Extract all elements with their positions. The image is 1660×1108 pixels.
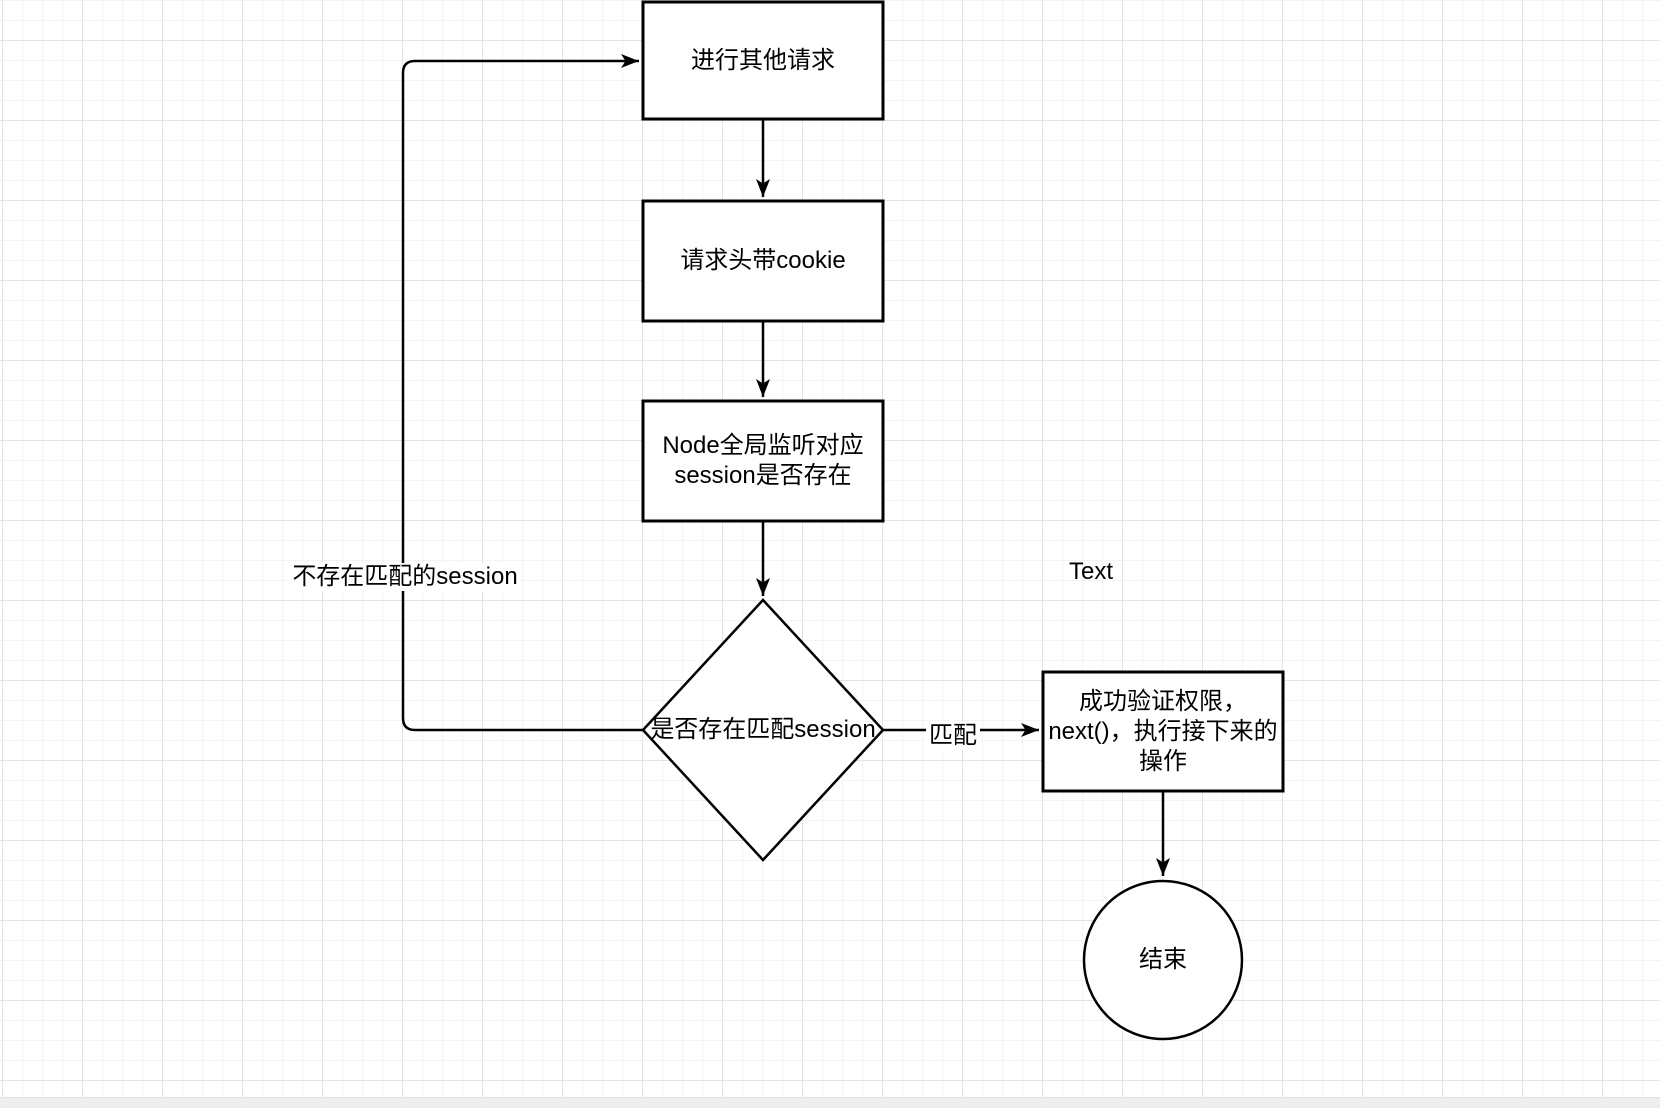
session-listener-shape <box>641 399 885 523</box>
decision-session-match[interactable]: 是否存在匹配session <box>633 600 893 860</box>
cookie-header-shape <box>641 199 885 323</box>
edge-label-no-match[interactable]: 不存在匹配的session <box>289 563 521 591</box>
node-session-listener-label: Node全局监听对应 session是否存在 <box>662 432 864 489</box>
node-cookie-header-label: 请求头带cookie <box>680 247 846 274</box>
node-other-requests[interactable]: 进行其他请求 <box>643 2 883 119</box>
node-end[interactable]: 结束 <box>1083 880 1243 1040</box>
canvas-page-edge <box>0 1097 1660 1108</box>
node-other-requests-label: 进行其他请求 <box>691 46 835 74</box>
other-requests-shape <box>641 0 885 121</box>
node-end-label: 结束 <box>1139 946 1187 973</box>
decision-session-match-label: 是否存在匹配session <box>650 716 876 743</box>
verify-success-shape <box>1041 670 1285 793</box>
edge-decision-loop-to-other-requests[interactable] <box>401 54 643 732</box>
match-decision-shape <box>641 598 885 862</box>
node-verify-success[interactable]: 成功验证权限， next()，执行接下来的 操作 <box>1043 672 1283 791</box>
node-cookie-header[interactable]: 请求头带cookie <box>643 201 883 321</box>
node-session-listener[interactable]: Node全局监听对应 session是否存在 <box>643 401 883 521</box>
node-verify-success-label: 成功验证权限， next()，执行接下来的 操作 <box>1048 687 1278 775</box>
free-text-label[interactable]: Text <box>1068 558 1114 585</box>
edge-label-match[interactable]: 匹配 <box>926 722 980 750</box>
end-shape <box>1082 879 1244 1041</box>
